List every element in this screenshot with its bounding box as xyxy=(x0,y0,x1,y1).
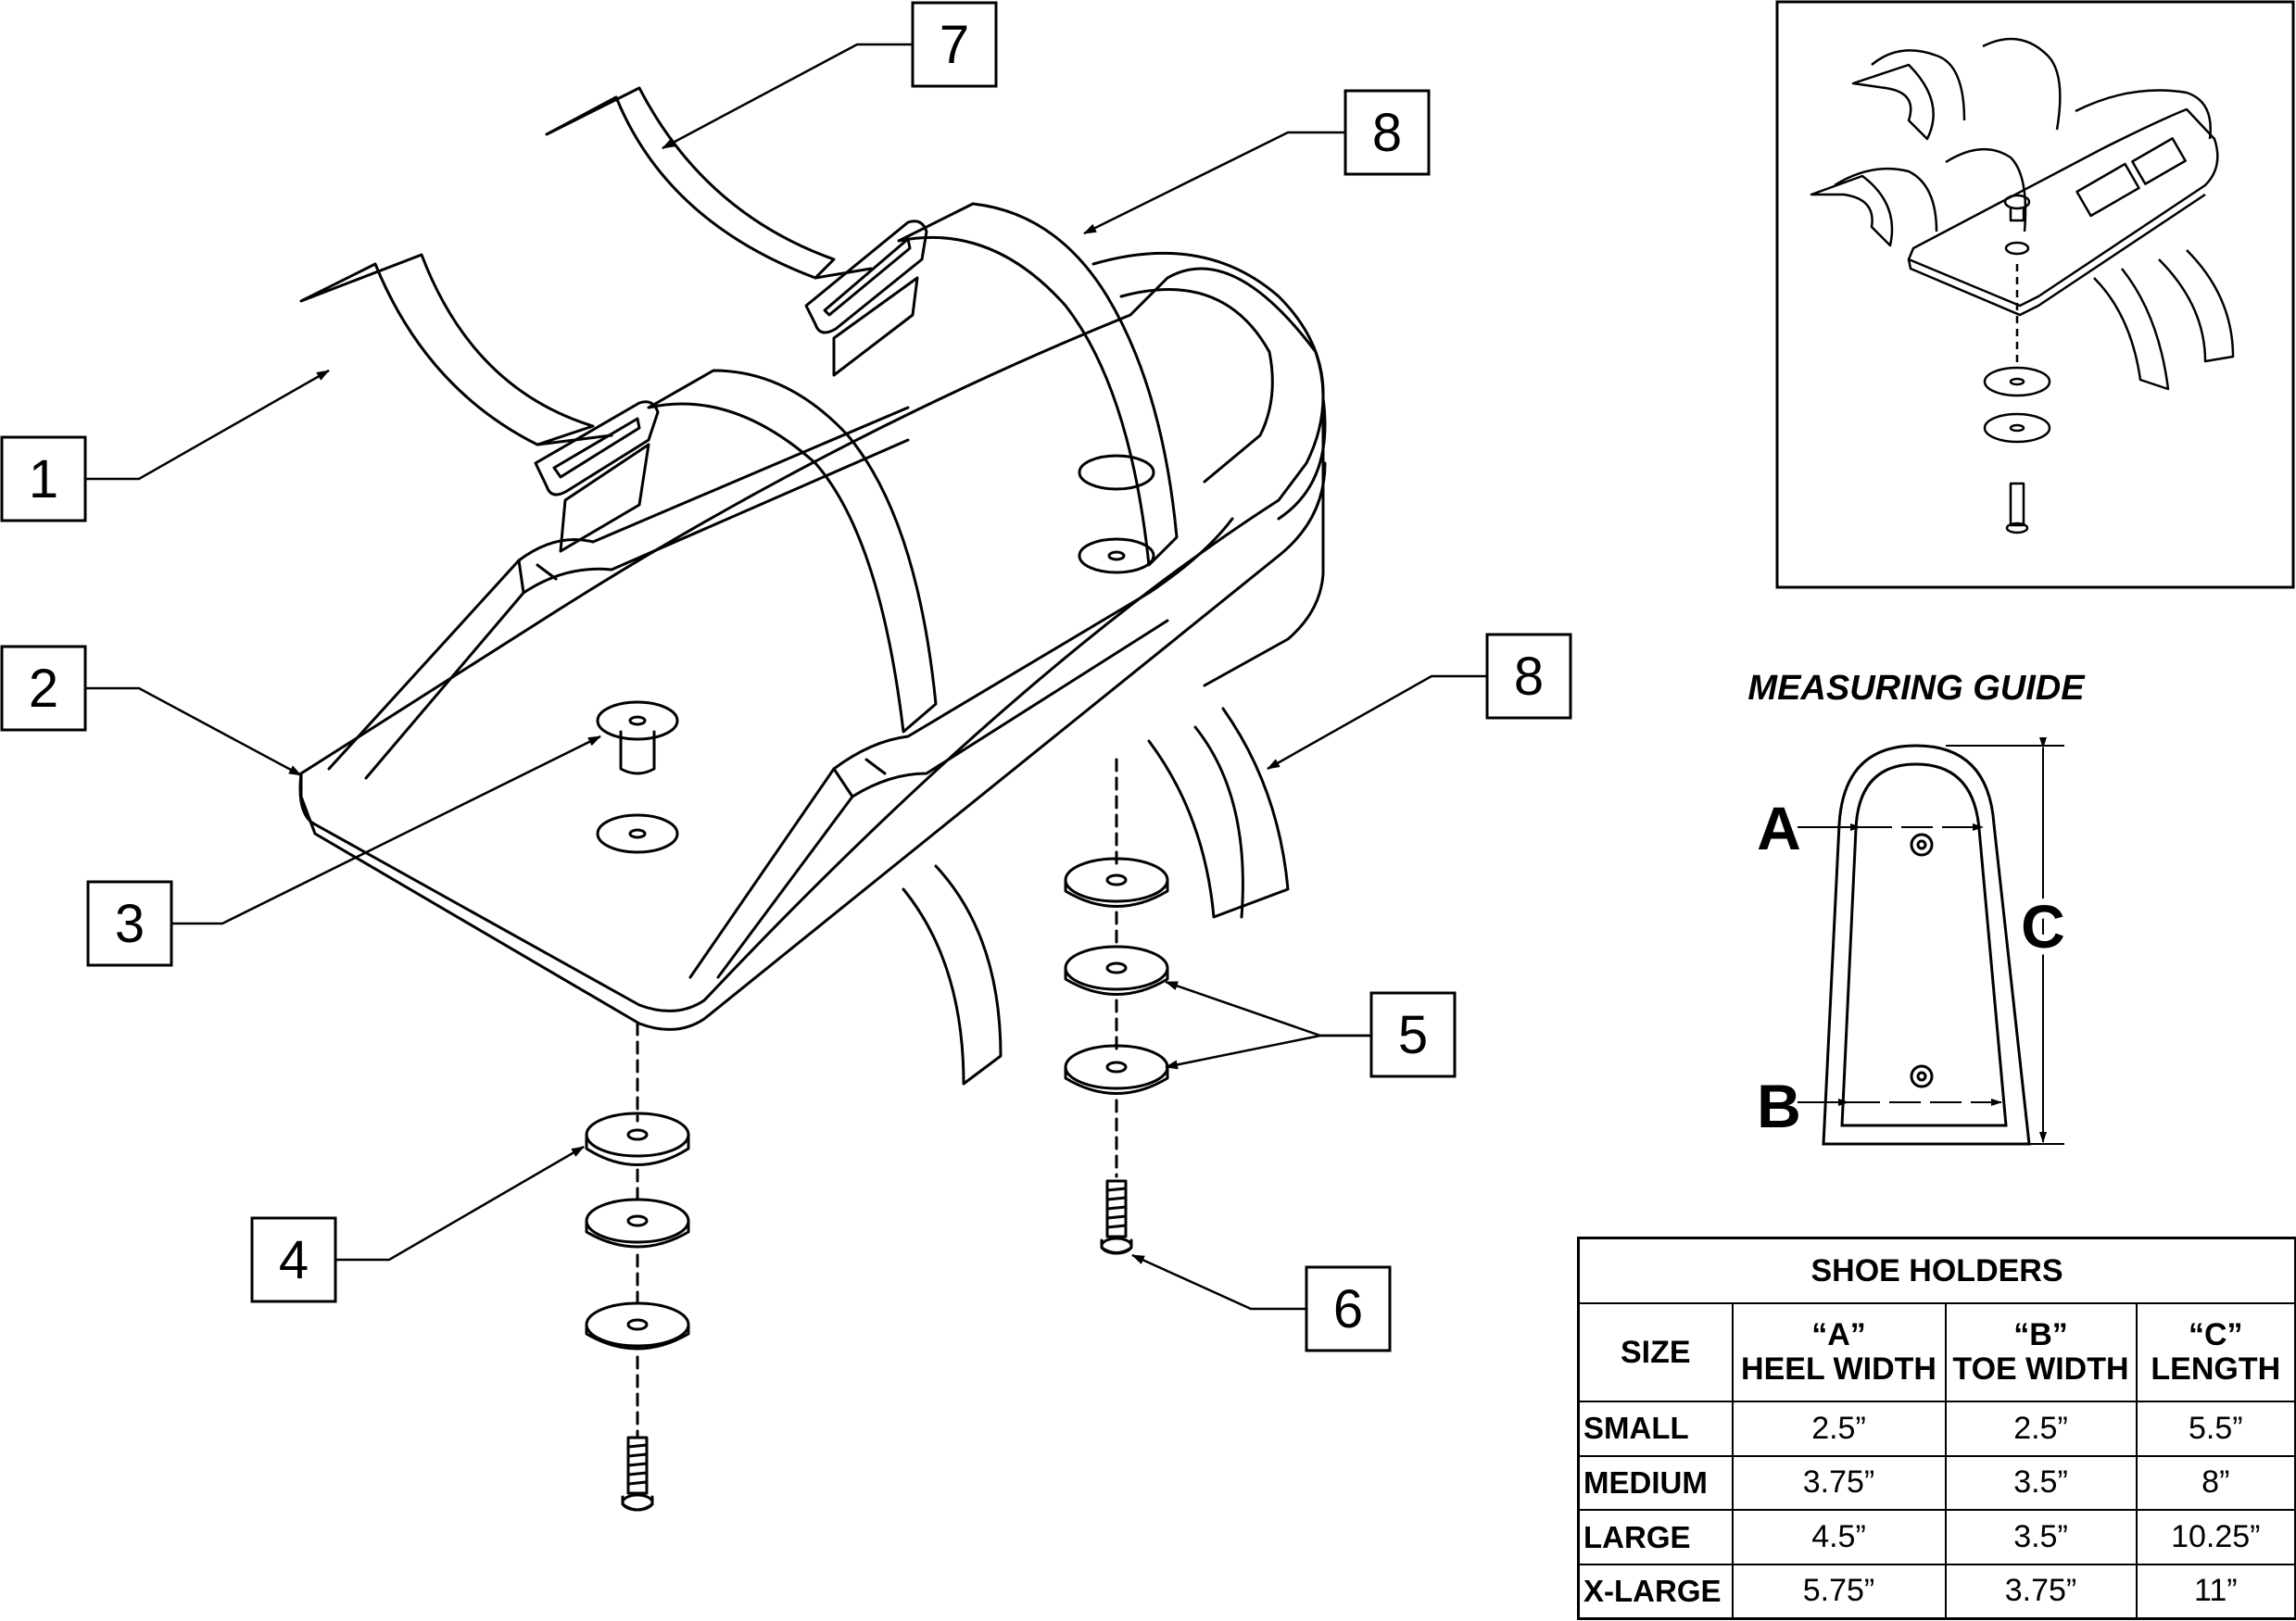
buckle-rear xyxy=(804,220,928,377)
guide-hole-toe xyxy=(1910,1064,1934,1088)
column-header-a-line1: “A” xyxy=(1811,1317,1866,1352)
toe-width-cell: 3.75” xyxy=(1944,1563,2138,1620)
heel-width-cell: 5.75” xyxy=(1731,1563,1947,1620)
measuring-guide: MEASURING GUIDE A B C xyxy=(1747,669,2086,1146)
inset-strap-2 xyxy=(1810,174,1894,247)
table-caption: SHOE HOLDERS xyxy=(1577,1237,2296,1304)
callout-1: 1 xyxy=(29,449,58,509)
callout-box-2 xyxy=(0,645,87,732)
buckle-front xyxy=(534,400,660,553)
leader-5b xyxy=(1165,1034,1371,1070)
table-row: LARGE 4.5” 3.5” 10.25” xyxy=(1577,1509,2296,1565)
guide-inner-outline xyxy=(1840,762,2008,1127)
callout-6: 6 xyxy=(1333,1279,1363,1339)
toe-width-cell: 3.5” xyxy=(1944,1509,2138,1565)
strap-8-lower-ends xyxy=(902,707,1290,1086)
callout-7: 7 xyxy=(940,15,969,75)
shoe-holder-body xyxy=(298,251,1327,1031)
callout-box-6 xyxy=(1305,1265,1392,1352)
leader-lines xyxy=(85,43,1487,1311)
callout-8a: 8 xyxy=(1372,103,1402,163)
shoe-holder-size-table: SHOE HOLDERS SIZE “A” HEEL WIDTH “B” TOE… xyxy=(1577,1237,2296,1620)
length-cell: 10.25” xyxy=(2135,1509,2296,1565)
callout-box-7 xyxy=(911,1,998,88)
callout-box-8b xyxy=(1485,633,1572,720)
column-header-size-line2: SIZE xyxy=(1620,1334,1691,1370)
strap-7-loose-end xyxy=(545,86,873,280)
leader-8b xyxy=(1267,674,1487,771)
measuring-guide-title: MEASURING GUIDE xyxy=(1747,669,2086,708)
size-cell: LARGE xyxy=(1577,1509,1734,1565)
left-washer-stack xyxy=(585,1022,690,1438)
leader-5a xyxy=(1165,980,1371,1037)
heel-width-cell: 4.5” xyxy=(1731,1509,1947,1565)
callout-box-4 xyxy=(250,1216,337,1303)
inset-strap-1 xyxy=(1851,63,1935,141)
leader-8a xyxy=(1083,131,1345,235)
strap-rear-curve xyxy=(897,202,1179,567)
callout-2: 2 xyxy=(29,659,58,719)
dim-label-b: B xyxy=(1757,1072,1801,1140)
length-cell: 5.5” xyxy=(2135,1401,2296,1457)
leader-7 xyxy=(662,43,913,150)
length-cell: 11” xyxy=(2135,1563,2296,1620)
callout-box-5 xyxy=(1369,991,1457,1078)
column-header-toe-width: “B” TOE WIDTH xyxy=(1944,1302,2138,1402)
guide-outer-outline xyxy=(1822,744,2031,1146)
size-cell: MEDIUM xyxy=(1577,1454,1734,1512)
column-header-b-line1: “B” xyxy=(2013,1317,2068,1352)
column-header-a-line2: HEEL WIDTH xyxy=(1741,1351,1936,1387)
strap-front-curve xyxy=(647,369,938,734)
leader-4 xyxy=(295,1145,585,1262)
heel-width-cell: 2.5” xyxy=(1731,1401,1947,1457)
guide-hole-heel xyxy=(1910,833,1934,857)
table-row: X-LARGE 5.75” 3.75” 11” xyxy=(1577,1563,2296,1620)
callout-box-1 xyxy=(0,435,87,522)
callout-4: 4 xyxy=(279,1230,309,1290)
table-row: SMALL 2.5” 2.5” 5.5” xyxy=(1577,1401,2296,1457)
column-header-b-line2: TOE WIDTH xyxy=(1952,1351,2129,1387)
leader-6 xyxy=(1131,1253,1306,1311)
inset-frame xyxy=(1775,0,2295,589)
leader-1 xyxy=(85,369,330,481)
toe-width-cell: 3.5” xyxy=(1944,1454,2138,1512)
length-cell: 8” xyxy=(2135,1454,2296,1512)
left-screw xyxy=(621,1436,654,1512)
callout-box-8a xyxy=(1344,89,1431,176)
inset-plate xyxy=(1907,107,2219,308)
column-header-heel-width: “A” HEEL WIDTH xyxy=(1731,1302,1947,1402)
inset-view xyxy=(1775,0,2295,589)
toe-width-cell: 2.5” xyxy=(1944,1401,2138,1457)
dim-label-c: C xyxy=(2021,892,2065,961)
callout-5: 5 xyxy=(1398,1005,1428,1065)
right-washer-stack xyxy=(1064,758,1169,1178)
column-header-size: SIZE xyxy=(1577,1302,1734,1402)
size-cell: X-LARGE xyxy=(1577,1563,1734,1620)
callout-3: 3 xyxy=(115,894,145,954)
leader-2 xyxy=(85,686,302,777)
size-cell: SMALL xyxy=(1577,1401,1734,1457)
callout-8b: 8 xyxy=(1514,647,1544,707)
leader-3 xyxy=(171,735,601,925)
strap-1-loose-end xyxy=(299,253,613,446)
right-screw xyxy=(1100,1179,1133,1255)
column-header-length: “C” LENGTH xyxy=(2135,1302,2296,1402)
dim-label-a: A xyxy=(1757,794,1801,862)
table-row: MEDIUM 3.75” 3.5” 8” xyxy=(1577,1454,2296,1512)
rear-fastener xyxy=(1078,454,1155,574)
callout-box-3 xyxy=(86,880,173,967)
column-header-c-line2: LENGTH xyxy=(2151,1351,2281,1387)
heel-width-cell: 3.75” xyxy=(1731,1454,1947,1512)
column-header-c-line1: “C” xyxy=(2188,1317,2243,1352)
center-fastener xyxy=(596,700,679,854)
